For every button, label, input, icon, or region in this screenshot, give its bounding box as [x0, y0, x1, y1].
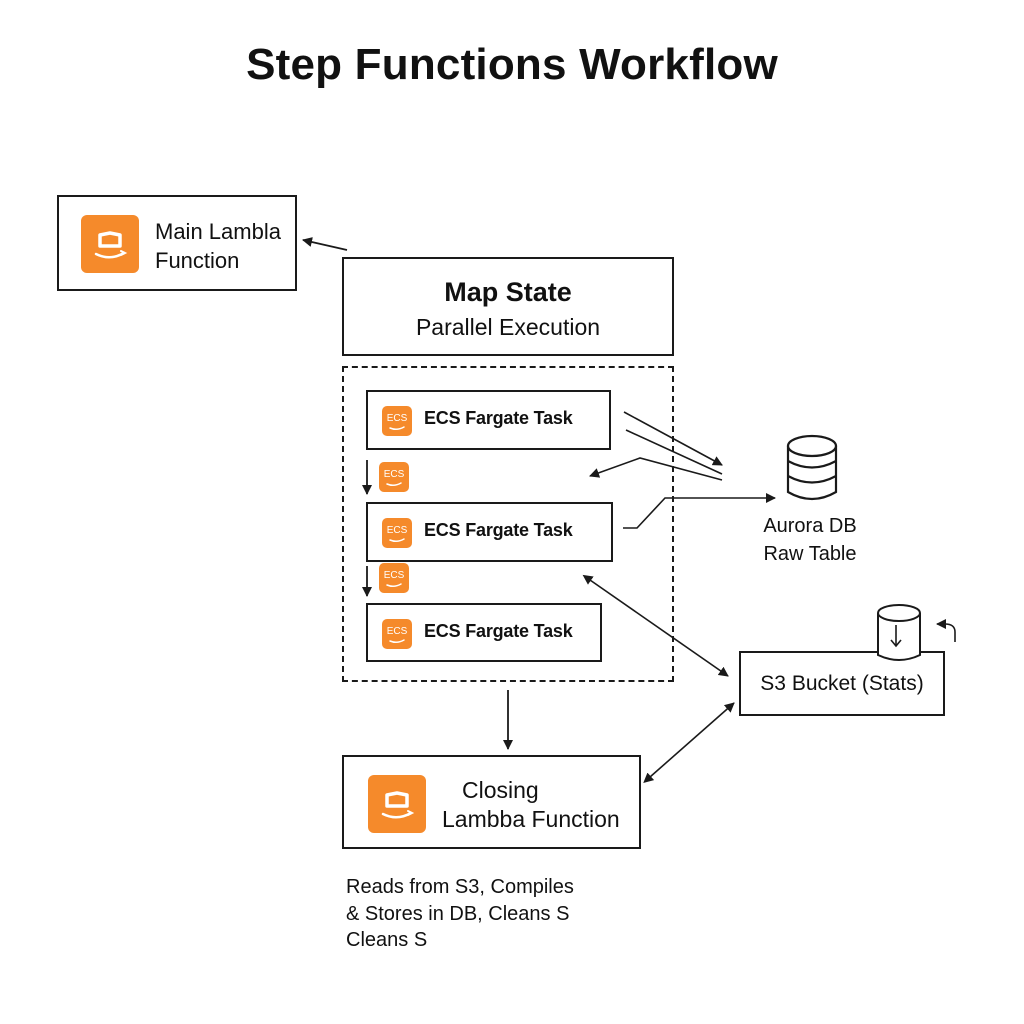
ecs-icon: ECS [382, 518, 412, 548]
map-iteration-region [342, 366, 674, 682]
ecs-task-label: ECS Fargate Task [424, 520, 573, 540]
database-icon [786, 434, 838, 501]
ecs-task-node-2: ECS ECS Fargate Task [366, 502, 613, 562]
s3-bucket-label: S3 Bucket (Stats) [760, 672, 924, 695]
closing-lambda-line1: Closing [462, 777, 539, 803]
ecs-icon-text: ECS [386, 525, 408, 536]
note-line1: Reads from S3, Compiles [346, 876, 574, 898]
aurora-db-label: Aurora DB Raw Table [755, 512, 865, 568]
main-lambda-node: Main Lambla Function [57, 195, 297, 291]
ecs-task-label: ECS Fargate Task [424, 408, 573, 428]
bucket-icon [877, 604, 921, 661]
map-state-subtitle: Parallel Execution [415, 314, 601, 340]
aurora-db-line2: Raw Table [763, 543, 857, 565]
aurora-db-line1: Aurora DB [763, 515, 857, 537]
arrow-map-s3-bidirectional [582, 574, 729, 677]
closing-lambda-line2: Lambba Function [442, 806, 620, 832]
aws-lambda-icon [368, 775, 426, 833]
aws-lambda-icon [81, 215, 139, 273]
main-lambda-label: Main Lambla Function [155, 217, 281, 275]
s3-bucket-node: S3 Bucket (Stats) [739, 651, 945, 716]
arrow-db-to-task2 [589, 457, 723, 481]
map-state-title: Map State [444, 277, 572, 307]
ecs-task-label: ECS Fargate Task [424, 621, 573, 641]
refresh-arrow-icon [936, 619, 956, 642]
closing-lambda-node: Closing Lambba Function [342, 755, 641, 849]
map-state-node: Map State Parallel Execution [342, 257, 674, 356]
ecs-icon: ECS [382, 619, 412, 649]
diagram-title: Step Functions Workflow [246, 40, 778, 89]
ecs-task-node-1: ECS ECS Fargate Task [366, 390, 611, 450]
ecs-icon: ECS [382, 406, 412, 436]
main-lambda-line1: Main Lambla [155, 219, 281, 244]
note-line2: & Stores in DB, Cleans S [346, 902, 570, 925]
ecs-task-node-3: ECS ECS Fargate Task [366, 603, 602, 662]
arrow-closing-s3-bidirectional [643, 702, 735, 783]
note-line3: Cleans S [346, 929, 428, 951]
closing-lambda-note: Reads from S3, Compiles & Stores in DB, … [346, 874, 646, 954]
connector-task1-to-db-2 [625, 429, 723, 475]
ecs-icon: ECS [379, 563, 409, 593]
ecs-icon: ECS [379, 462, 409, 492]
ecs-icon-text: ECS [383, 469, 405, 480]
arrow-map-to-main-lambda [302, 237, 348, 251]
arrow-task1-to-db [623, 411, 723, 466]
ecs-icon-text: ECS [386, 626, 408, 637]
ecs-icon-text: ECS [386, 413, 408, 424]
ecs-icon-text: ECS [383, 570, 405, 581]
arrow-task2-to-db [623, 493, 776, 529]
main-lambda-line2: Function [155, 248, 240, 273]
